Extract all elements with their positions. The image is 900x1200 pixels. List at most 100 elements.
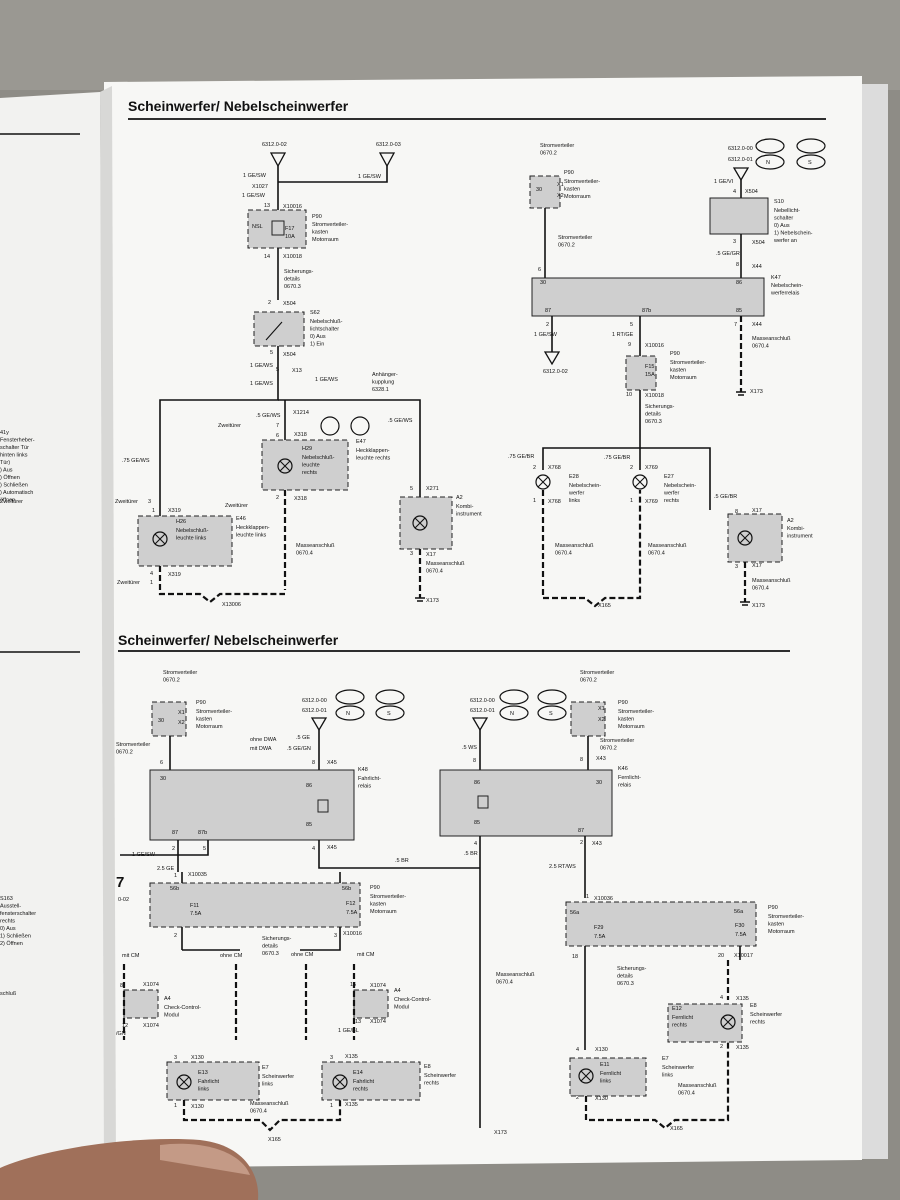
label-top-right-pin8: 8: [736, 262, 739, 268]
label-bottom-cN: N: [346, 711, 350, 717]
label-top-right-n87: 87: [545, 308, 551, 314]
label-bottom-pin12: 12: [122, 1023, 128, 1029]
label-top-right-pin3c: 3: [735, 564, 738, 570]
label-bottom-n56b: 56b: [170, 886, 179, 892]
p90-fuse-box-bottom-right: [565, 901, 757, 947]
label-margin-left-c: 0-02: [118, 897, 129, 903]
label-top-left-nsl: NSL: [252, 224, 263, 230]
label-bottom-x1074c: X1074: [370, 983, 386, 989]
label-top-left-h29: H29: [302, 446, 312, 452]
thumb-nail: [160, 1143, 250, 1175]
k47-relay-box: [531, 277, 765, 317]
s10-switch-box: [709, 197, 769, 235]
label-bottom-x45: X45: [327, 760, 337, 766]
label-bottom-w2: .5 GE/GN: [287, 746, 311, 752]
label-top-right-pin5: 5: [630, 322, 633, 328]
label-bottom-a4: A4: [164, 996, 171, 1002]
label-top-right-p90b: P90: [670, 351, 680, 357]
label-bottom-r-x43: X43: [596, 756, 606, 762]
label-bottom-r-pin8: 8: [473, 758, 476, 764]
label-top-right-e28: E28: [569, 474, 579, 480]
label-top-left-x1027: X1027: [252, 184, 268, 190]
label-top-right-w2: .5 GE/GR: [716, 251, 740, 257]
label-top-left-pin2b: 2: [276, 495, 279, 501]
label-bottom-w1: .5 GE: [296, 735, 310, 741]
label-top-right-n85: 85: [736, 308, 742, 314]
label-bottom-x135: X135: [345, 1054, 358, 1060]
label-top-right-n86: 86: [736, 280, 742, 286]
label-top-right-k47: K47: [771, 275, 781, 281]
label-bottom-pin1c: 1: [330, 1103, 333, 1109]
label-top-left-e47: E47: [356, 439, 366, 445]
label-top-left-w1: 1 GE/SW: [243, 173, 267, 179]
h29-lamp-icon: [277, 458, 293, 474]
label-bottom-p90: P90: [196, 700, 206, 706]
label-bottom-w3: 1 GE/SW: [132, 852, 156, 858]
label-bottom-r-pin2b: 2: [720, 1044, 723, 1050]
label-bottom-r-x135: X135: [736, 996, 749, 1002]
label-top-right-p90: P90: [564, 170, 574, 176]
label-bottom-r-p90b: P90: [768, 905, 778, 911]
label-top-left-x271: X271: [426, 486, 439, 492]
e27-lamp-icon: [632, 474, 648, 490]
label-bottom-r-pin8b: 8: [580, 757, 583, 763]
label-top-left-x319: X319: [168, 508, 181, 514]
label-top-right-x10016: X10016: [645, 343, 664, 349]
top-left-circuit: [137, 152, 453, 604]
label-top-left-w6: 1 GE/WS: [250, 381, 273, 387]
label-bottom-r-x2: X2: [598, 717, 605, 723]
label-bottom-r-src2: 6312.0-01: [470, 708, 495, 714]
label-bottom-r-cS: S: [549, 711, 553, 717]
label-bottom-pin8: 8: [312, 760, 315, 766]
label-bottom-e12: E12: [672, 1006, 682, 1012]
label-bottom-pin2b: 2: [174, 933, 177, 939]
label-bottom-n30: 30: [158, 718, 164, 724]
label-bottom-pin13: 13: [355, 1019, 361, 1025]
label-bottom-cS: S: [387, 711, 391, 717]
label-bottom-r-n85: 85: [474, 820, 480, 826]
symbol-ellipse-s: [796, 154, 826, 170]
label-bottom-f11a: 7.5A: [190, 911, 202, 917]
symbol-ellipse-2: [796, 138, 826, 154]
label-bottom-w6: /GN: [116, 1031, 126, 1037]
label-top-left-pin5: 5: [270, 350, 273, 356]
label-top-right-s10: S10: [774, 199, 784, 205]
label-top-right-pin8b: 8: [735, 509, 738, 515]
label-bottom-dwa1: ohne DWA: [250, 737, 277, 743]
feed-triangle-right: [378, 152, 396, 168]
label-top-right-pin3: 3: [733, 239, 736, 245]
label-top-right-w3: 1 GE/SW: [534, 332, 558, 338]
label-top-left-zw4: Zweitürer: [117, 580, 140, 586]
label-bottom-e14: E14: [353, 1070, 363, 1076]
label-bottom-pin3b: 3: [174, 1055, 177, 1061]
label-bottom-x130: X130: [191, 1055, 204, 1061]
label-top-left-e47d: Heckklappen-leuchte rechts: [356, 448, 390, 462]
label-top-left-pin6: 6: [276, 433, 279, 439]
label-top-right-x769: X769: [645, 465, 658, 471]
label-top-right-x173: X173: [750, 389, 763, 395]
label-top-left-zw2: Zweitürer: [115, 499, 138, 505]
label-bottom-n56a: 56a: [570, 910, 580, 916]
label-bottom-f12: F12: [346, 901, 355, 907]
label-bottom-k48: K48: [358, 767, 368, 773]
label-top-left-w4: 1 GE/WS: [250, 363, 273, 369]
label-bottom-pin3: 3: [334, 933, 337, 939]
label-top-right-cN: N: [766, 160, 770, 166]
label-bottom-r-pin2: 2: [580, 840, 583, 846]
label-bottom-x2: X2: [178, 720, 185, 726]
label-bottom-r-pin4b: 4: [720, 995, 723, 1001]
label-bottom-src1: 6312.0-00: [302, 698, 327, 704]
label-top-left-e46d: Heckklappen-leuchte links: [236, 525, 270, 539]
label-bottom-x165: X165: [268, 1137, 281, 1143]
